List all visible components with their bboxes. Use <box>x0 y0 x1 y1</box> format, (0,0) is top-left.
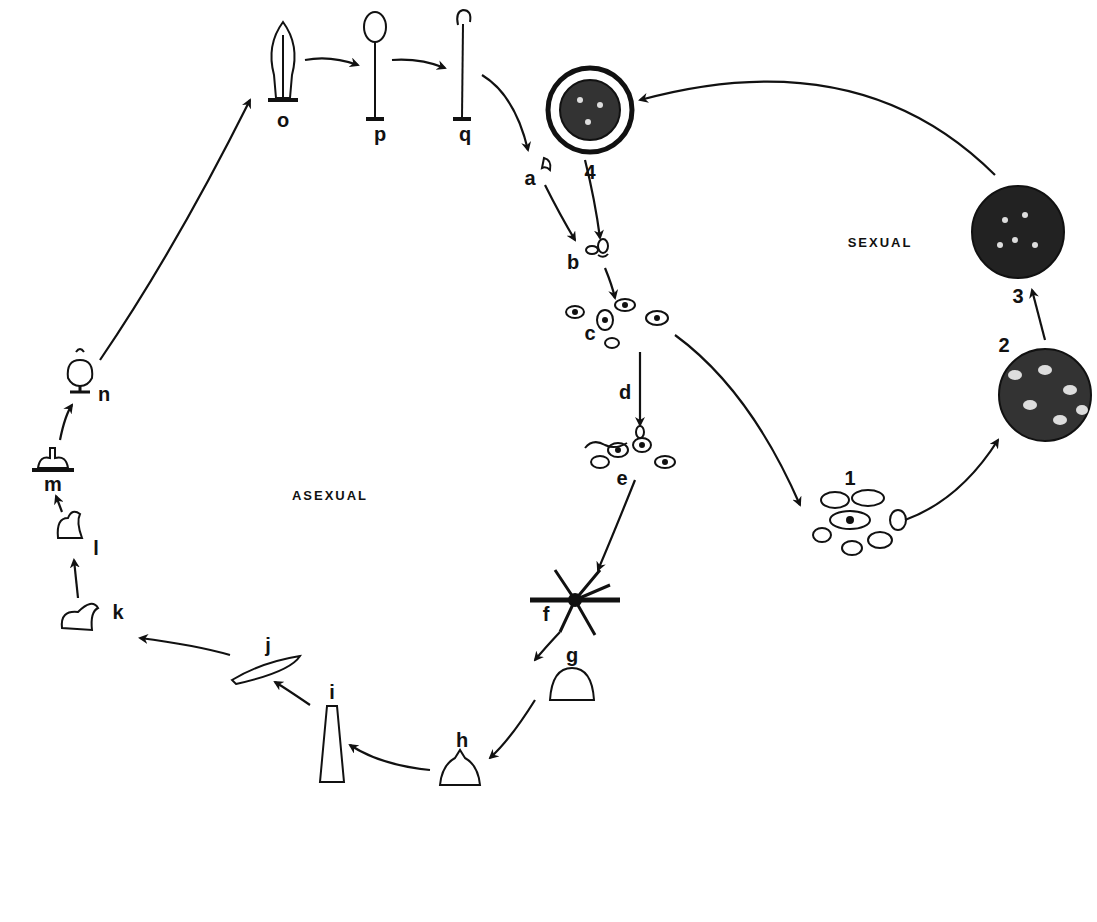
cycle-label: SEXUAL <box>848 236 913 249</box>
stage-label: m <box>44 474 62 494</box>
stage-label: e <box>616 468 627 488</box>
stage-label: k <box>112 602 123 622</box>
stage-label: 3 <box>1012 286 1023 306</box>
stage-label: l <box>93 538 99 558</box>
stage-label: c <box>584 323 595 343</box>
stage-label: n <box>98 384 110 404</box>
stage-label: d <box>619 382 631 402</box>
stage-label: q <box>459 124 471 144</box>
stage-label: 4 <box>584 162 595 182</box>
stage-label: b <box>567 252 579 272</box>
cycle-label: ASEXUAL <box>292 489 368 502</box>
stage-label: p <box>374 124 386 144</box>
stage-label: g <box>566 645 578 665</box>
stage-label: j <box>265 635 271 655</box>
stage-label: o <box>277 110 289 130</box>
stage-label: h <box>456 730 468 750</box>
stage-label: a <box>524 168 535 188</box>
stage-label: 2 <box>998 335 1009 355</box>
stage-label: i <box>329 682 335 702</box>
stage-label: 1 <box>844 468 855 488</box>
stage-label: f <box>543 604 550 624</box>
